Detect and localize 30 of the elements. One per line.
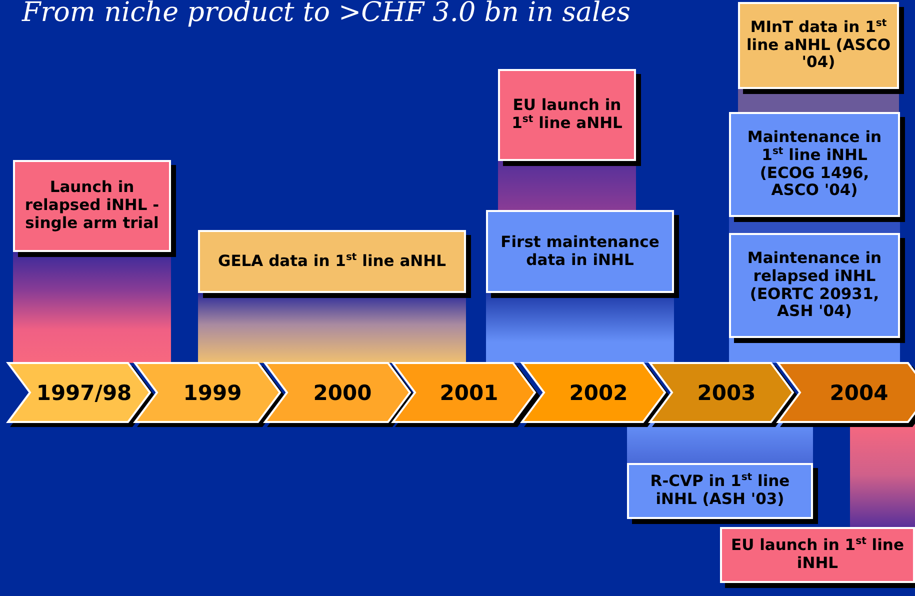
timeline-year-segment [778, 363, 915, 422]
milestone-text: MInT data in 1$^{st}$ line aNHL (ASCO '04) [745, 18, 892, 72]
timeline-year-segment [135, 363, 280, 422]
connector-band [13, 252, 171, 363]
connector-band [627, 422, 813, 463]
connector-band [486, 293, 674, 363]
connector-band [198, 293, 466, 363]
year-label: 2004 [830, 380, 888, 404]
milestone-text: EU launch in 1$^{st}$ line aNHL [510, 97, 624, 133]
milestone-text: EU launch in 1$^{st}$ line iNHL [730, 537, 905, 573]
timeline-year-segment [393, 363, 535, 422]
year-label: 1999 [183, 380, 242, 404]
milestone-text: Maintenance in 1$^{st}$ line iNHL (ECOG 1496, ASCO '04) [746, 128, 883, 200]
year-label: 1997/98 [36, 380, 132, 404]
timeline-year-segment [265, 363, 410, 422]
connector-band [498, 161, 636, 210]
milestone-text: R-CVP in 1$^{st}$ line iNHL (ASH '03) [649, 473, 791, 509]
year-label: 2001 [440, 380, 498, 404]
year-label: 2002 [569, 380, 628, 404]
milestone-text: Launch in relapsed iNHL - single arm trial [24, 179, 160, 233]
connector-band [850, 422, 915, 527]
year-label: 2000 [313, 380, 372, 404]
milestone-text: First maintenance data in iNHL [500, 234, 660, 270]
milestone-text: Maintenance in relapsed iNHL (EORTC 20931, ASH '04) [746, 250, 883, 322]
slide-title: From niche product to >CHF 3.0 bn in sales [22, 0, 630, 28]
timeline-year-segment [650, 363, 793, 422]
timeline-year-segment [8, 363, 150, 422]
timeline-year-segment [522, 363, 665, 422]
milestone-text: GELA data in 1$^{st}$ line aNHL [218, 252, 446, 270]
year-label: 2003 [697, 380, 756, 404]
